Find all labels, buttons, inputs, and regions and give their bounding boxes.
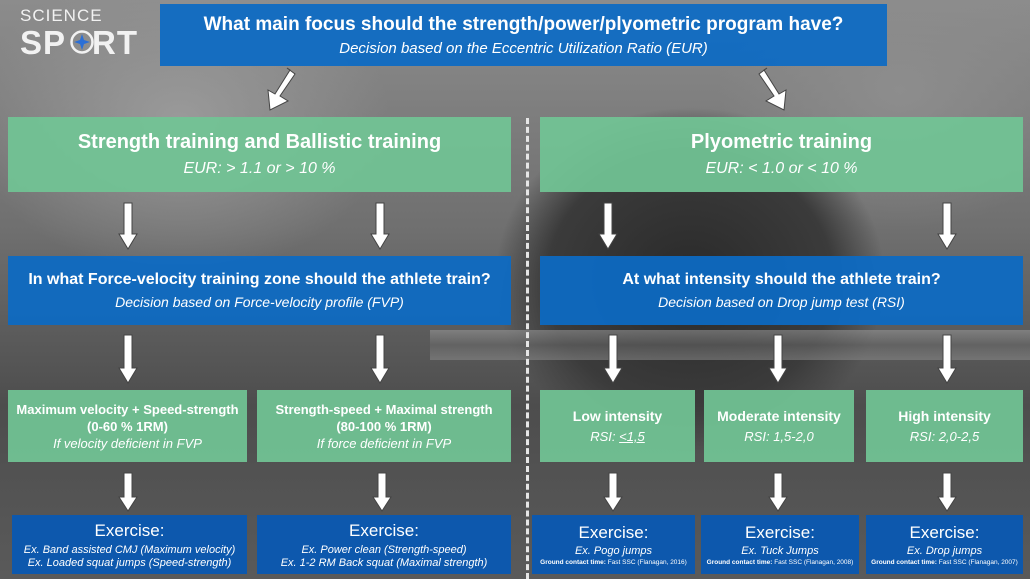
down-arrow (118, 472, 138, 512)
zone-velocity-box: Maximum velocity + Speed-strength (0-60 … (8, 390, 247, 462)
main-question-title: What main focus should the strength/powe… (203, 13, 844, 35)
arrow-to-right-branch (758, 67, 787, 111)
exercise-line2: Ex. 1-2 RM Back squat (Maximal strength) (280, 556, 488, 569)
zone-force-line2: (80-100 % 1RM) (336, 418, 432, 434)
center-divider (526, 118, 529, 579)
plyometric-eur: EUR: < 1.0 or < 10 % (705, 160, 858, 177)
fv-zone-question-title: In what Force-velocity training zone sho… (28, 271, 491, 288)
down-arrow (768, 334, 788, 384)
barbell-shape (430, 330, 1030, 360)
moderate-intensity-title: Moderate intensity (717, 408, 841, 424)
fv-zone-question-subtitle: Decision based on Force-velocity profile… (115, 294, 404, 310)
down-arrow (118, 202, 138, 250)
zone-velocity-line2: (0-60 % 1RM) (87, 418, 168, 434)
plyometric-box: Plyometric training EUR: < 1.0 or < 10 % (540, 117, 1023, 192)
exercise-title: Exercise: (349, 520, 419, 540)
zone-velocity-line3: If velocity deficient in FVP (53, 435, 202, 451)
exercise-line1: Ex. Power clean (Strength-speed) (301, 543, 467, 556)
exercise-title: Exercise: (745, 523, 815, 542)
exercise-line1: Ex. Drop jumps (906, 545, 983, 557)
down-arrow (370, 334, 390, 384)
exercise-box-low: Exercise: Ex. Pogo jumps Ground contact … (532, 515, 695, 574)
down-arrow (372, 472, 392, 512)
exercise-line1: Ex. Pogo jumps (574, 545, 653, 557)
exercise-note: Ground contact time: Fast SSC (Flanagan,… (540, 559, 687, 566)
zone-force-line3: If force deficient in FVP (316, 435, 452, 451)
exercise-line2: Ex. Loaded squat jumps (Speed-strength) (27, 556, 232, 569)
zone-velocity-line1: Maximum velocity + Speed-strength (16, 401, 239, 417)
down-arrow (937, 334, 957, 384)
high-intensity-rsi: RSI: 2,0-2,5 (909, 429, 980, 444)
low-intensity-rsi: RSI: <1,5 (590, 429, 645, 444)
strength-ballistic-box: Strength training and Ballistic training… (8, 117, 511, 192)
intensity-question-title: At what intensity should the athlete tra… (622, 271, 941, 288)
zone-force-line1: Strength-speed + Maximal strength (275, 401, 493, 417)
exercise-box-force: Exercise: Ex. Power clean (Strength-spee… (257, 515, 511, 574)
moderate-intensity-box: Moderate intensity RSI: 1,5-2,0 (704, 390, 854, 462)
intensity-question-box: At what intensity should the athlete tra… (540, 256, 1023, 325)
low-intensity-title: Low intensity (572, 408, 663, 424)
logo-line-1: SCIENCE (20, 6, 103, 25)
down-arrow (768, 472, 788, 512)
logo-star-icon (70, 30, 94, 54)
intensity-question-subtitle: Decision based on Drop jump test (RSI) (658, 294, 905, 310)
high-intensity-title: High intensity (898, 408, 991, 424)
down-arrow (370, 202, 390, 250)
exercise-title: Exercise: (94, 520, 165, 540)
plyometric-title: Plyometric training (690, 131, 873, 153)
exercise-note: Ground contact time: Fast SSC (Flanagan,… (706, 559, 854, 566)
moderate-intensity-rsi: RSI: 1,5-2,0 (744, 429, 814, 444)
strength-ballistic-eur: EUR: > 1.1 or > 10 % (183, 160, 336, 177)
low-intensity-box: Low intensity RSI: <1,5 (540, 390, 695, 462)
strength-ballistic-title: Strength training and Ballistic training (77, 131, 442, 153)
exercise-note: Ground contact time: Fast SSC (Flanagan,… (871, 559, 1018, 566)
fv-zone-question-box: In what Force-velocity training zone sho… (8, 256, 511, 325)
high-intensity-box: High intensity RSI: 2,0-2,5 (866, 390, 1023, 462)
main-question-subtitle: Decision based on the Eccentric Utilizat… (339, 39, 708, 57)
down-arrow (118, 334, 138, 384)
arrow-to-left-branch (267, 67, 296, 111)
down-arrow (603, 472, 623, 512)
down-arrow (937, 202, 957, 250)
exercise-line1: Ex. Tuck Jumps (741, 545, 819, 557)
exercise-box-high: Exercise: Ex. Drop jumps Ground contact … (866, 515, 1023, 574)
exercise-box-moderate: Exercise: Ex. Tuck Jumps Ground contact … (701, 515, 859, 574)
main-question-box: What main focus should the strength/powe… (160, 4, 887, 66)
exercise-box-velocity: Exercise: Ex. Band assisted CMJ (Maximum… (12, 515, 247, 574)
exercise-title: Exercise: (909, 523, 980, 542)
exercise-line1: Ex. Band assisted CMJ (Maximum velocity) (23, 543, 236, 556)
down-arrow (937, 472, 957, 512)
zone-force-box: Strength-speed + Maximal strength (80-10… (257, 390, 511, 462)
down-arrow (598, 202, 618, 250)
exercise-title: Exercise: (578, 523, 649, 542)
down-arrow (603, 334, 623, 384)
